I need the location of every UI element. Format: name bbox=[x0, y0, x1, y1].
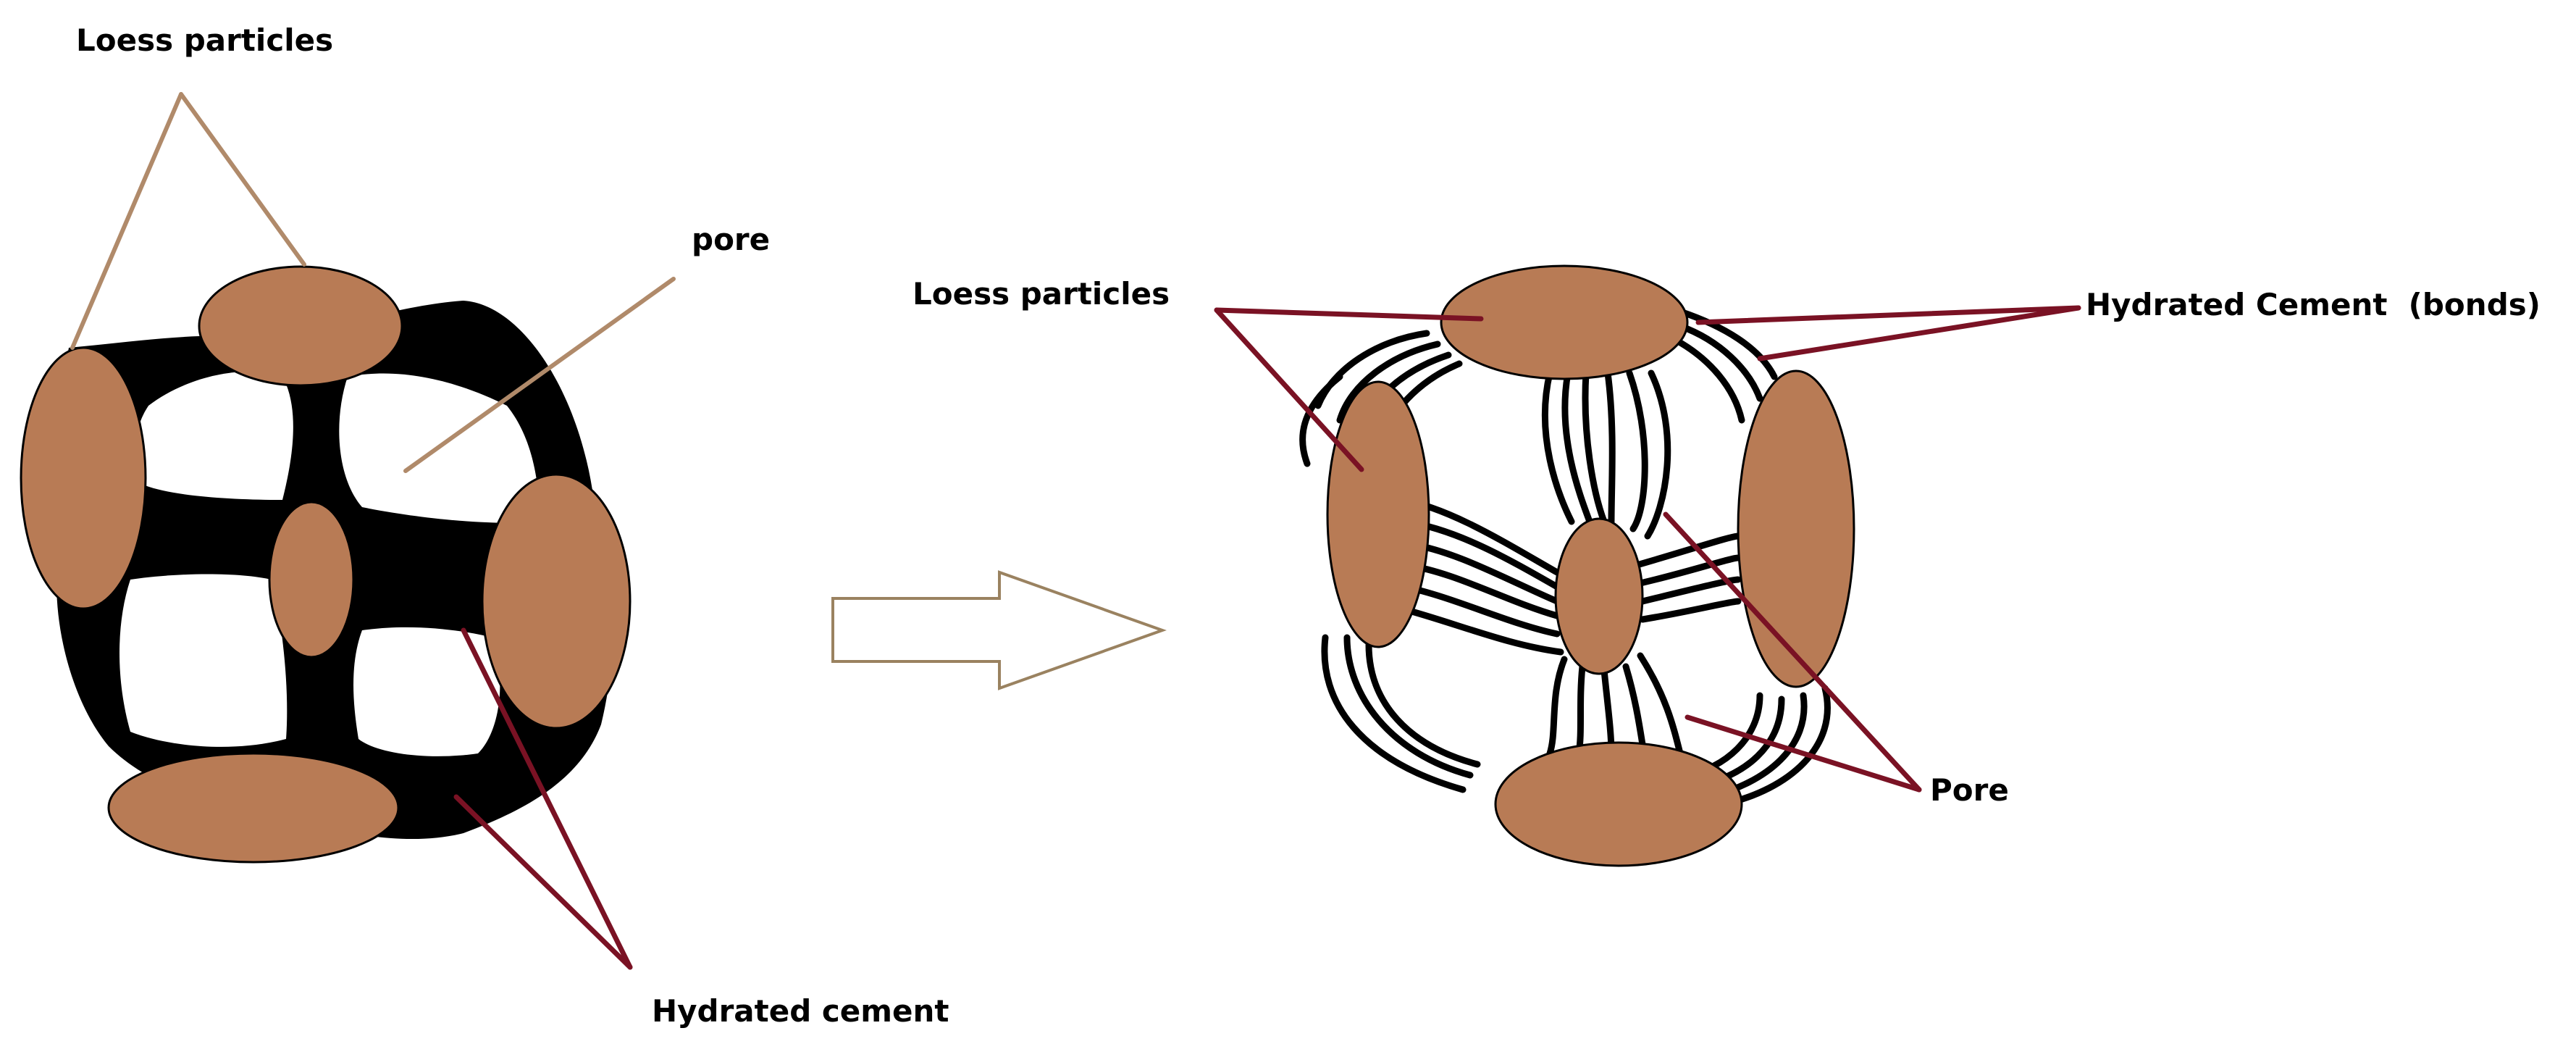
left-particle-left bbox=[20, 346, 147, 610]
left-structure bbox=[20, 265, 632, 864]
left-particle-bottom bbox=[107, 752, 400, 864]
left-particle-top bbox=[198, 265, 403, 387]
right-structure bbox=[1326, 264, 1855, 867]
leader-left-cement-1 bbox=[461, 627, 633, 970]
leader-right-particles-1 bbox=[1214, 307, 1364, 472]
right-leaders bbox=[1214, 305, 2081, 793]
left-particles-label: Loess particles bbox=[76, 22, 333, 58]
left-pore-bottom-left bbox=[119, 574, 288, 747]
leader-left-pore bbox=[403, 277, 676, 473]
right-particles-label: Loess particles bbox=[912, 276, 1170, 312]
left-pore-label: pore bbox=[692, 222, 770, 257]
leader-right-cement-2 bbox=[1757, 305, 2081, 362]
right-cement-label: Hydrated Cement (bonds) bbox=[2086, 287, 2541, 322]
transition-arrow bbox=[831, 570, 1167, 690]
leader-right-pore-2 bbox=[1685, 714, 1922, 793]
left-cement-label: Hydrated cement bbox=[652, 993, 949, 1029]
leader-left-particles-2 bbox=[179, 92, 306, 267]
leader-right-pore-1 bbox=[1663, 511, 1922, 793]
right-particle-bottom bbox=[1494, 741, 1743, 867]
left-particle-center bbox=[268, 501, 355, 659]
left-pore-bottom-right bbox=[353, 627, 500, 756]
right-pore-label: Pore bbox=[1930, 772, 2009, 808]
leader-right-particles-2 bbox=[1214, 307, 1484, 322]
leader-right-cement-1 bbox=[1695, 305, 2081, 325]
right-particle-top bbox=[1440, 264, 1689, 380]
left-leaders bbox=[70, 92, 676, 970]
right-particle-right bbox=[1737, 369, 1855, 688]
left-particle-right bbox=[481, 473, 632, 730]
left-pore-top-left bbox=[135, 372, 293, 500]
right-particle-left bbox=[1326, 380, 1430, 648]
leader-left-particles-1 bbox=[70, 92, 183, 350]
leader-left-cement-2 bbox=[453, 794, 633, 970]
right-particle-center bbox=[1554, 517, 1644, 675]
